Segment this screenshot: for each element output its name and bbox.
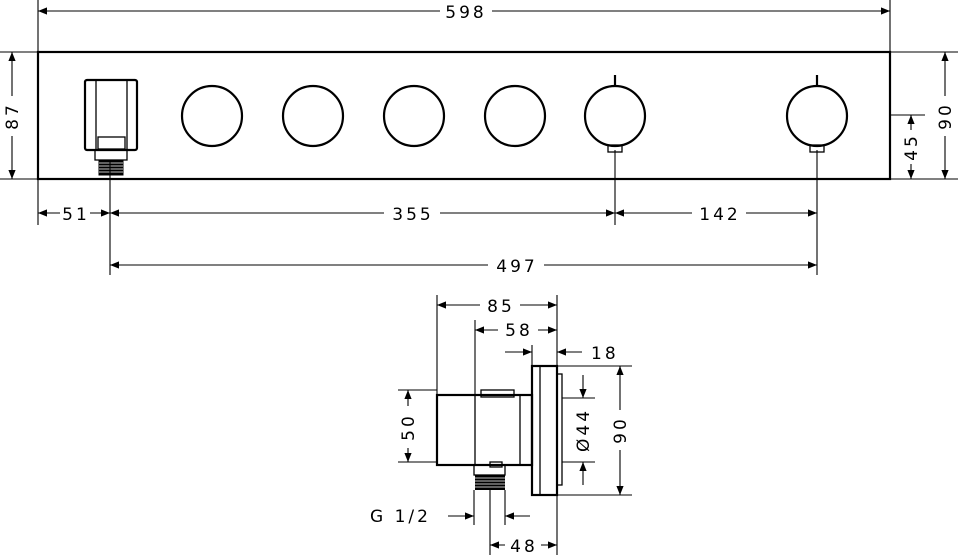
dim-body-height: 50 [399,413,419,441]
outlet-body [435,389,534,490]
dim-thermo-spacing: 142 [699,205,740,225]
dim-half-height: 45 [902,133,922,161]
dim-outlet-to-thermo2: 497 [496,257,537,277]
thread-label: G 1/2 [370,507,431,527]
side-view: 85 58 18 50 Ø44 90 G 1/2 48 [370,295,632,557]
dim-total-width: 598 [445,3,486,23]
control-knob-1 [180,84,244,148]
panel-outline [36,50,892,181]
front-view: 598 87 45 90 51 355 142 497 [0,0,958,277]
dim-depth-total: 85 [487,297,515,317]
thermostat-knob-2 [785,75,849,153]
thermostat-knob-1 [583,75,647,153]
dim-overall-height: 90 [936,102,956,130]
hose-outlet [83,78,139,176]
control-knob-3 [382,84,446,148]
dim-rosette-diameter: Ø44 [574,408,594,452]
control-knob-4 [483,84,547,148]
dim-outlet-offset: 51 [62,205,90,225]
dim-plate-depth: 18 [591,344,619,364]
control-knob-2 [281,84,345,148]
dim-panel-height: 87 [3,102,23,130]
dim-plate-height: 90 [611,416,631,444]
dim-depth-body: 58 [505,321,533,341]
dim-outlet-to-thermo1: 355 [392,205,433,225]
dim-thread-offset: 48 [510,537,538,557]
